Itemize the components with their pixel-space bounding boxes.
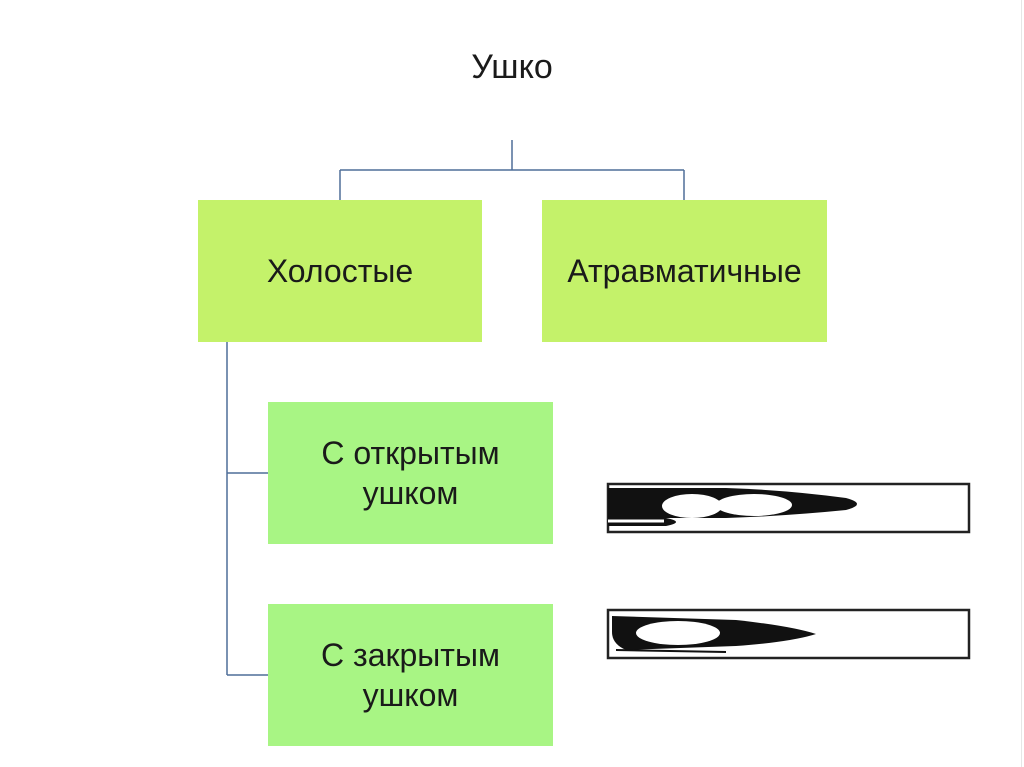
node-holostye: Холостые bbox=[198, 200, 482, 342]
closed-eye-needle-illustration bbox=[606, 608, 971, 660]
node-atravmatichnye: Атравматичные bbox=[542, 200, 827, 342]
diagram-title: Ушко bbox=[471, 48, 553, 86]
node-open-eye: С открытым ушком bbox=[268, 402, 553, 544]
slide-edge-line bbox=[1021, 0, 1022, 767]
open-eye-needle-illustration bbox=[606, 482, 971, 534]
node-closed-eye: С закрытым ушком bbox=[268, 604, 553, 746]
